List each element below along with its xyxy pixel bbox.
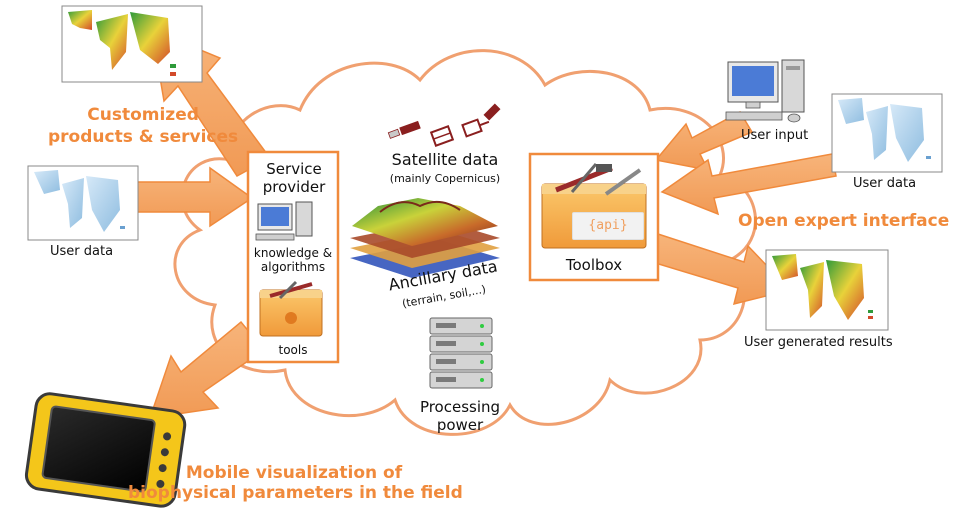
rugged-tablet-icon bbox=[24, 392, 187, 508]
terrain-layers-icon bbox=[350, 198, 500, 278]
arrow-user-input bbox=[654, 110, 754, 172]
arrow-user-data-in bbox=[136, 166, 254, 228]
open-expert-interface-label: Open expert interface bbox=[738, 211, 950, 231]
arrow-user-data-right bbox=[660, 153, 837, 216]
satellite-data-label: Satellite data bbox=[391, 150, 499, 169]
service-provider-title: Service provider bbox=[252, 160, 336, 196]
user-input-label: User input bbox=[741, 128, 809, 143]
mobile-line-1: Mobile visualization of bbox=[185, 463, 403, 483]
customized-products-line-2: products & services bbox=[48, 127, 239, 147]
knowledge-line-2: algorithms bbox=[260, 260, 326, 274]
customized-products-label: Customized products & services bbox=[48, 104, 238, 148]
crop-map-image-results bbox=[765, 249, 889, 331]
service-provider-line-2: provider bbox=[262, 178, 326, 196]
ice-map-image-right bbox=[831, 93, 943, 173]
satellite-sub-label: (mainly Copernicus) bbox=[389, 172, 501, 185]
crop-map-image-top bbox=[61, 5, 203, 83]
server-rack-icon bbox=[429, 317, 493, 389]
satellite-icon bbox=[387, 103, 501, 147]
ice-map-image-left bbox=[27, 165, 139, 241]
mobile-line-2: biophysical parameters in the field bbox=[128, 483, 463, 503]
computer-icon-user-input bbox=[725, 59, 805, 123]
api-tag: {api} bbox=[572, 212, 644, 240]
knowledge-algorithms-label: knowledge & algorithms bbox=[248, 246, 338, 274]
user-data-right-label: User data bbox=[853, 176, 917, 191]
user-data-left-label: User data bbox=[50, 244, 114, 259]
service-provider-line-1: Service bbox=[266, 160, 322, 178]
mobile-visualization-label: Mobile visualization of biophysical para… bbox=[128, 463, 463, 503]
arrow-to-mobile bbox=[148, 320, 266, 419]
processing-power-label: Processing power bbox=[410, 398, 510, 434]
toolbox-label: Toolbox bbox=[565, 256, 623, 274]
processing-line-2: power bbox=[436, 416, 484, 434]
arrow-to-results bbox=[651, 233, 792, 306]
knowledge-line-1: knowledge & bbox=[253, 246, 333, 260]
computer-icon-provider bbox=[255, 201, 313, 241]
customized-products-line-1: Customized bbox=[87, 105, 199, 125]
user-generated-results-label: User generated results bbox=[744, 335, 893, 350]
tools-label: tools bbox=[278, 343, 308, 357]
processing-line-1: Processing bbox=[419, 398, 501, 416]
toolbox-icon-provider bbox=[259, 280, 323, 337]
